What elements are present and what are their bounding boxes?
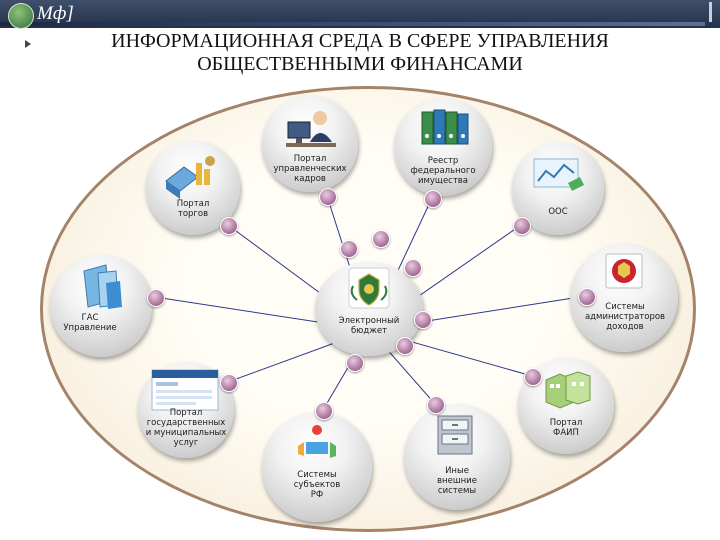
file-cabinet-icon — [437, 415, 473, 455]
connector-dot — [346, 354, 364, 372]
top-bar-accent — [0, 22, 705, 26]
bidding-hammer-icon — [165, 156, 215, 199]
node-label: Портал управленческих кадров — [273, 154, 347, 184]
coat-of-arms-icon — [348, 267, 390, 309]
top-bar: Мф] — [0, 0, 720, 29]
connector-dot — [578, 288, 596, 306]
regional-systems-icon — [298, 425, 336, 458]
ministry-emblem-icon — [8, 3, 34, 29]
node-label: Системы субъектов РФ — [293, 470, 341, 500]
connector-dot — [427, 396, 445, 414]
connector-dot — [424, 190, 442, 208]
connector-dot — [340, 240, 358, 258]
node-label: Портал ФАИП — [549, 418, 583, 438]
node-label: ООС — [548, 207, 568, 217]
web-portal-icon — [151, 369, 219, 411]
node-portal-uslug[interactable]: Портал государственных и муниципальных у… — [138, 362, 234, 458]
connector-dot — [319, 188, 337, 206]
node-label: Портал государственных и муниципальных у… — [145, 408, 227, 448]
procurement-documents-icon — [533, 158, 584, 191]
node-label: Портал торгов — [176, 199, 210, 219]
node-sistemy-rf[interactable]: Системы субъектов РФ — [262, 412, 372, 522]
connector-dot — [147, 289, 165, 307]
node-label: Иные внешние системы — [437, 466, 477, 496]
connector-dot — [372, 230, 390, 248]
connector-dot — [414, 311, 432, 329]
tax-service-emblem-icon — [605, 253, 643, 289]
node-portal-kadry[interactable]: Портал управленческих кадров — [262, 96, 358, 192]
node-gas[interactable]: ГАС Управление — [50, 255, 152, 357]
page-title: ИНФОРМАЦИОННАЯ СРЕДА В СФЕРЕ УПРАВЛЕНИЯ … — [111, 30, 609, 75]
logo-text: Мф] — [37, 3, 74, 24]
connector-dot — [513, 217, 531, 235]
connector-dot — [220, 217, 238, 235]
folders-icon — [83, 264, 122, 309]
connector-dot — [396, 337, 414, 355]
binders-icon — [421, 109, 469, 145]
node-label: Реестр федерального имущества — [410, 156, 476, 186]
node-label: ГАС Управление — [63, 313, 117, 333]
node-label: Системы администраторов доходов — [584, 302, 666, 332]
node-inye[interactable]: Иные внешние системы — [404, 404, 510, 510]
center-label: Электронный бюджет — [338, 316, 400, 336]
buildings-icon — [545, 371, 591, 409]
connector-dot — [404, 259, 422, 277]
connector-dot — [524, 368, 542, 386]
node-oos[interactable]: ООС — [512, 143, 604, 235]
top-bar-rail — [709, 2, 712, 22]
arrow-icon — [25, 40, 31, 48]
connector-dot — [220, 374, 238, 392]
manager-at-computer-icon — [286, 111, 336, 147]
connector-dot — [315, 402, 333, 420]
node-reestr[interactable]: Реестр федерального имущества — [394, 98, 492, 196]
